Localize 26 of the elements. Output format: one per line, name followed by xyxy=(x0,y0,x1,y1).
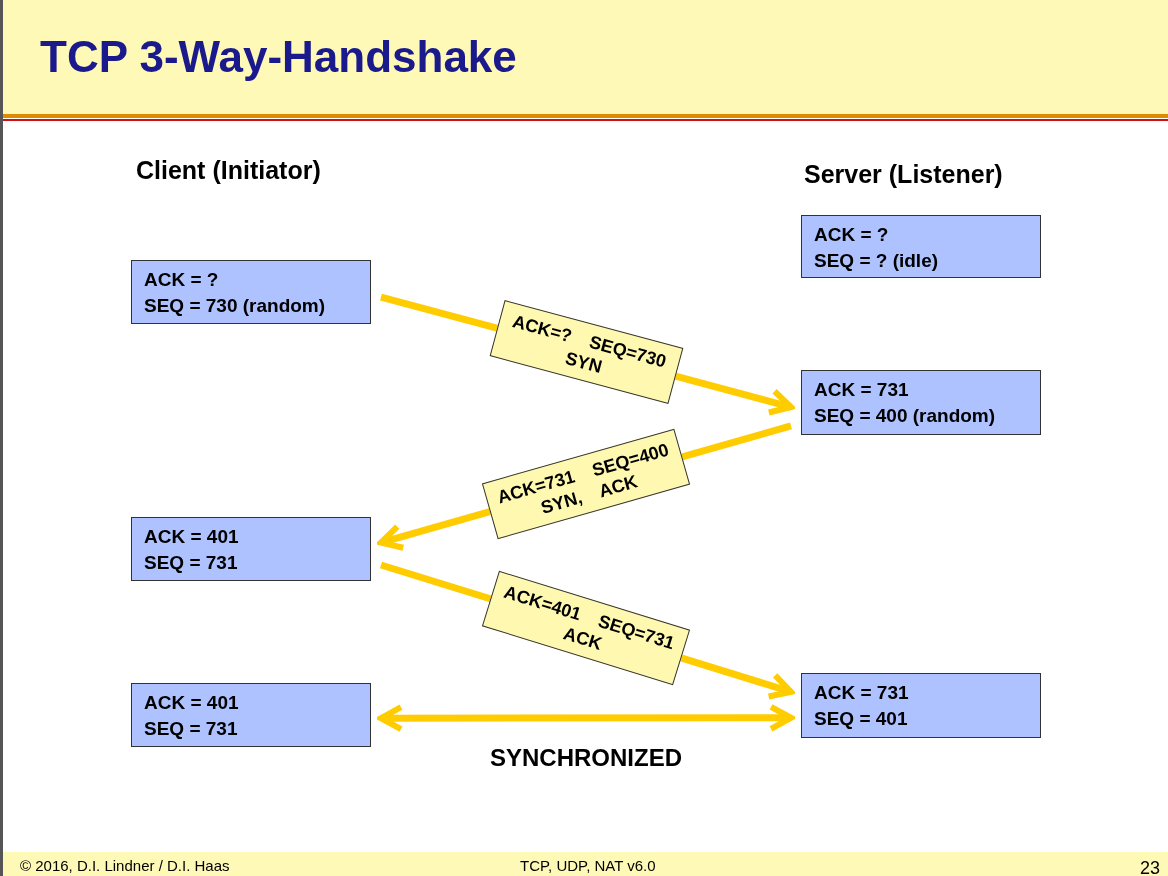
state-text: ACK = ? xyxy=(144,268,220,292)
arrow xyxy=(378,703,794,733)
state-text: SEQ = 400 (random) xyxy=(814,404,997,428)
edge-label: SYNCHRONIZED xyxy=(490,744,682,772)
state-text: SEQ = ? (idle) xyxy=(814,249,940,273)
state-text: ACK = 401 xyxy=(144,525,240,549)
page-number: 23 xyxy=(1140,858,1161,876)
state-box xyxy=(801,215,1041,278)
footer-text: TCP, UDP, NAT v6.0 xyxy=(520,857,656,874)
slide-title: TCP 3-Way-Handshake xyxy=(40,32,517,82)
footer-copyright: © 2016, D.I. Lindner / D.I. Haas xyxy=(20,857,230,874)
column-heading: Server (Listener) xyxy=(804,160,1003,189)
state-text: ACK = ? xyxy=(814,223,890,247)
state-text: SEQ = 401 xyxy=(814,707,909,731)
state-box xyxy=(801,673,1041,738)
state-box xyxy=(801,370,1041,435)
state-box xyxy=(131,517,371,581)
state-text: ACK = 731 xyxy=(814,681,910,705)
state-text: ACK = 731 xyxy=(814,378,910,402)
state-box xyxy=(131,260,371,324)
state-text: SEQ = 731 xyxy=(144,717,239,741)
state-text: SEQ = 731 xyxy=(144,551,239,575)
state-box xyxy=(131,683,371,747)
state-text: SEQ = 730 (random) xyxy=(144,294,327,318)
column-heading: Client (Initiator) xyxy=(136,156,321,185)
state-text: ACK = 401 xyxy=(144,691,240,715)
